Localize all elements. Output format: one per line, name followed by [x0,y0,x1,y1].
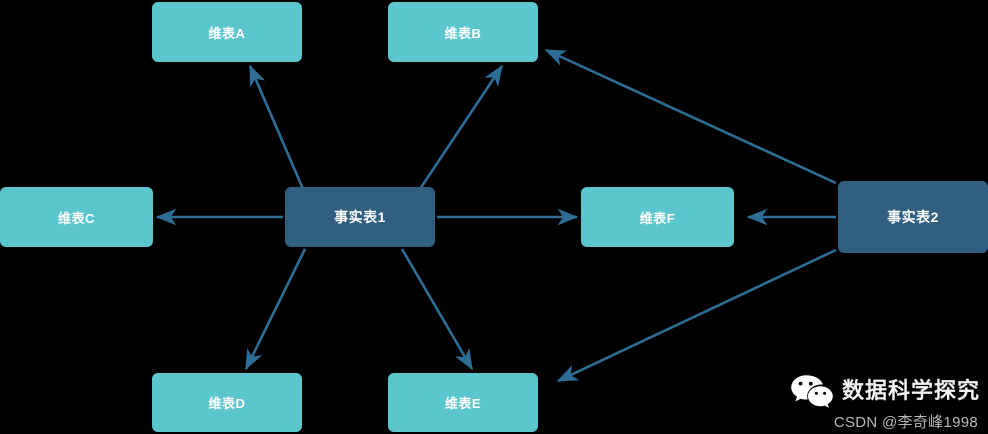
node-label-dimA: 维表A [208,25,246,41]
node-label-fact1: 事实表1 [334,209,386,225]
edge-fact2-dimB [544,48,837,185]
edge-fact1-dimD [244,248,307,371]
node-label-dimB: 维表B [444,25,482,41]
edge-fact1-dimE [400,248,474,371]
node-dimD[interactable]: 维表D [152,373,302,432]
edges [155,48,837,383]
watermark-title: 数据科学探究 [841,378,980,403]
edge-fact1-dimA [248,64,305,190]
node-label-fact2: 事实表2 [887,209,939,225]
wechat-icon [790,374,834,408]
watermark-top-row: 数据科学探究 [790,374,980,408]
node-fact2[interactable]: 事实表2 [838,181,988,253]
edge-fact2-dimE [556,248,837,383]
node-dimA[interactable]: 维表A [152,2,302,62]
node-dimB[interactable]: 维表B [388,2,538,62]
node-label-dimC: 维表C [58,210,95,226]
node-label-dimE: 维表E [444,396,482,411]
node-dimE[interactable]: 维表E [388,373,538,432]
edge-fact1-dimB [418,64,504,190]
node-label-dimD: 维表D [208,396,246,411]
node-dimC[interactable]: 维表C [0,187,153,247]
node-fact1[interactable]: 事实表1 [285,187,435,247]
node-dimF[interactable]: 维表F [581,187,734,247]
watermark-subtitle: CSDN @李奇峰1998 [833,414,978,431]
node-label-dimF: 维表F [639,210,676,226]
watermark: 数据科学探究 CSDN @李奇峰1998 [790,374,980,430]
